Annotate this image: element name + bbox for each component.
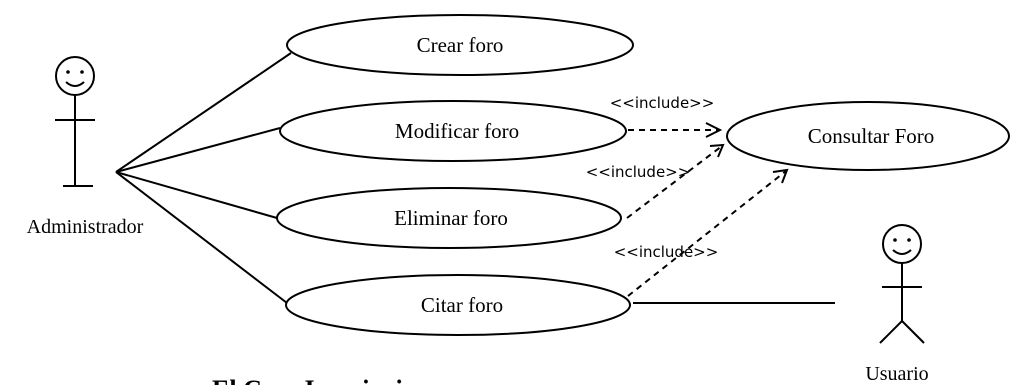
actor-eye-icon — [80, 70, 84, 74]
include-label: <<include>> — [586, 163, 691, 181]
arrowhead-icon — [772, 168, 789, 184]
diagram-caption: El Caso Inscripcion — [212, 375, 431, 385]
include-relation-eliminar: <<include>> — [586, 143, 725, 219]
use-case-label: Consultar Foro — [808, 124, 935, 148]
use-case-ellipse — [279, 100, 627, 162]
use-case-eliminar-foro: Eliminar foro — [276, 187, 622, 249]
use-case-consultar-foro: Consultar Foro — [726, 101, 1010, 171]
actor-leg — [901, 320, 925, 344]
actor-leg — [879, 320, 903, 344]
actor-head-icon — [882, 224, 922, 264]
include-relation-citar: <<include>> — [614, 168, 789, 297]
use-case-ellipse — [726, 101, 1010, 171]
include-label: <<include>> — [610, 94, 715, 112]
arrowhead-icon — [709, 143, 725, 158]
actor-administrador: Administrador — [27, 56, 144, 238]
include-arrow-line — [627, 170, 787, 297]
use-case-label: Citar foro — [421, 293, 503, 317]
actor-eye-icon — [893, 238, 897, 242]
arrowhead-icon — [705, 122, 723, 138]
association-line — [115, 52, 292, 173]
actor-usuario: Usuario — [865, 224, 929, 385]
actor-head-icon — [55, 56, 95, 96]
admin-associations — [115, 52, 292, 304]
actor-eye-icon — [66, 70, 70, 74]
include-relation-modificar: <<include>> — [610, 94, 723, 138]
use-case-label: Crear foro — [417, 33, 504, 57]
use-case-crear-foro: Crear foro — [286, 14, 634, 76]
include-label: <<include>> — [614, 243, 719, 261]
association-line — [115, 127, 281, 173]
use-case-ellipse — [285, 274, 631, 336]
actor-smile-icon — [892, 249, 912, 255]
use-case-label: Modificar foro — [395, 119, 519, 143]
use-case-ellipse — [286, 14, 634, 76]
actor-label-administrador: Administrador — [27, 216, 144, 238]
include-arrow-line — [626, 145, 723, 219]
association-line — [115, 171, 288, 304]
use-case-ellipse — [276, 187, 622, 249]
use-case-modificar-foro: Modificar foro — [279, 100, 627, 162]
actor-smile-icon — [65, 81, 85, 87]
actor-label-usuario: Usuario — [865, 363, 928, 385]
association-line — [115, 171, 278, 219]
actor-eye-icon — [907, 238, 911, 242]
use-case-label: Eliminar foro — [394, 206, 508, 230]
use-case-citar-foro: Citar foro — [285, 274, 631, 336]
